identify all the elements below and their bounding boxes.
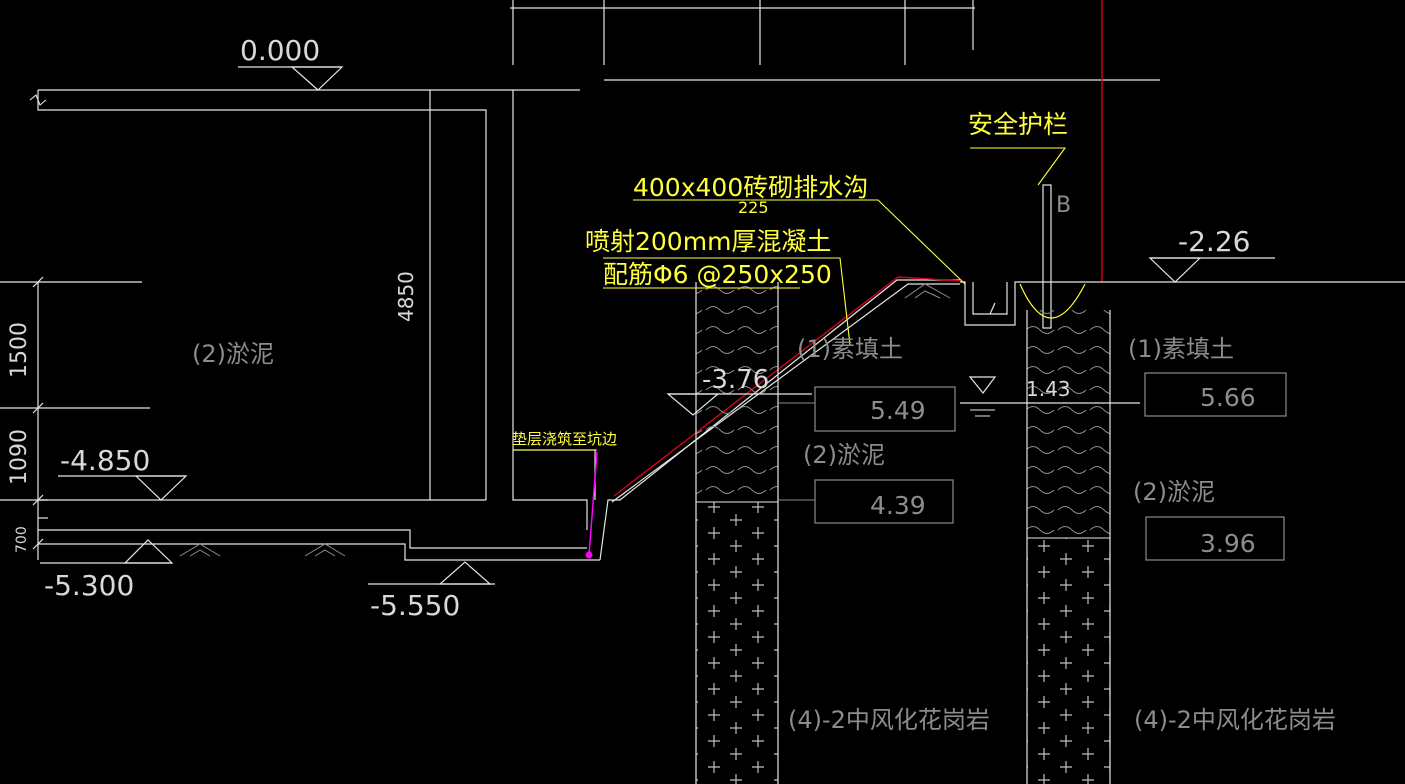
stratum-fill-1: (1)素填土: [797, 335, 903, 363]
elevation-marker-minus-5-550: -5.550: [368, 561, 495, 622]
svg-text:4.39: 4.39: [870, 491, 926, 520]
note-small-dimension: 225: [738, 198, 769, 217]
pit-wall-outline: [0, 89, 1405, 561]
elevation-marker-minus-4-850: -4.850: [58, 444, 188, 501]
svg-text:0.000: 0.000: [240, 34, 320, 67]
drain-ditch: [960, 281, 1020, 326]
note-rebar: 配筋Φ6 @250x250: [603, 260, 832, 289]
upper-structure-lines: [510, 0, 1160, 91]
pile-1: [695, 282, 779, 784]
dimension-1500: 1500: [7, 322, 32, 378]
svg-text:-2.26: -2.26: [1178, 225, 1250, 258]
svg-text:-5.300: -5.300: [44, 569, 134, 602]
note-drain-ditch: 400x400砖砌排水沟: [633, 173, 868, 202]
stratum-left-mud: (2)淤泥: [192, 340, 274, 368]
cushion-edge-point: [585, 551, 593, 559]
left-vertical-dimension: [0, 276, 48, 560]
svg-text:-5.550: -5.550: [370, 589, 460, 622]
depth-box-2: 4.39: [778, 479, 954, 524]
depth-box-1: 5.49: [778, 386, 956, 432]
note-shotcrete: 喷射200mm厚混凝土: [585, 227, 831, 256]
break-mark: [29, 94, 47, 106]
elevation-marker-0000: 0.000: [238, 34, 344, 91]
note-leader-lines: [513, 147, 1067, 451]
dimension-4850: 4850: [394, 271, 418, 322]
guardrail-post-mark: B: [1056, 193, 1071, 218]
svg-text:5.66: 5.66: [1200, 383, 1256, 412]
elevation-marker-minus-2-26: -2.26: [1148, 225, 1275, 283]
guardrail-post: [1042, 184, 1052, 329]
svg-text:-3.76: -3.76: [702, 365, 769, 395]
stratum-mud-2: (2)淤泥: [1133, 478, 1215, 506]
svg-text:5.49: 5.49: [870, 396, 926, 425]
stratum-rock-1: (4)-2中风化花岗岩: [788, 706, 990, 734]
svg-text:3.96: 3.96: [1200, 529, 1256, 558]
cushion-edge-line: [588, 451, 598, 556]
stratum-fill-2: (1)素填土: [1128, 335, 1234, 363]
dimension-1090: 1090: [7, 429, 32, 485]
note-guardrail: 安全护栏: [968, 110, 1068, 139]
svg-text:1.43: 1.43: [1026, 377, 1071, 401]
note-cushion: 垫层浇筑至坑边: [512, 430, 617, 448]
ground-hatch-marks: [179, 283, 951, 557]
water-level-marker: 1.43: [960, 376, 1140, 417]
depth-box-4: 3.96: [1145, 516, 1285, 561]
depth-box-3: 5.66: [1144, 372, 1287, 417]
pile-2: [1026, 310, 1111, 784]
dimension-700: 700: [14, 526, 30, 553]
svg-text:-4.850: -4.850: [60, 444, 150, 477]
elevation-marker-minus-3-76: -3.76: [666, 365, 812, 416]
stratum-mud-1: (2)淤泥: [803, 441, 885, 469]
elevation-marker-minus-5-300: -5.300: [40, 539, 174, 602]
stratum-rock-2: (4)-2中风化花岗岩: [1134, 706, 1336, 734]
